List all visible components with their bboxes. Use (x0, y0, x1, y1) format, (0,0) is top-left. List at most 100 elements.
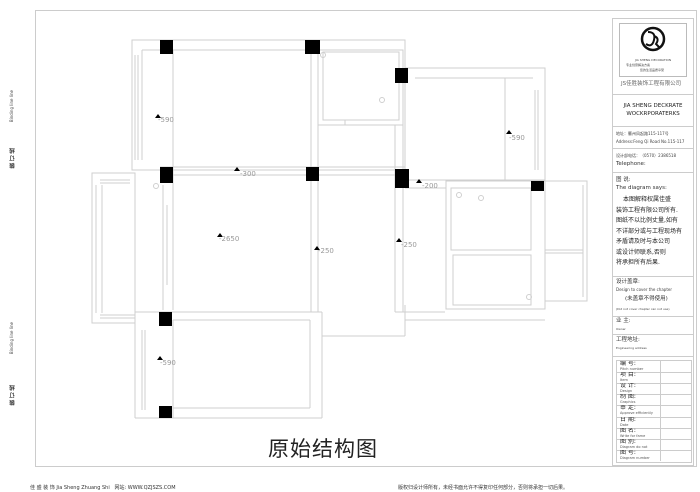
elevation-marker (234, 167, 240, 171)
column (531, 181, 544, 191)
wall-room (452, 254, 532, 306)
field-row: 图 名:Write for fame (617, 428, 691, 440)
wall-right-balcony (544, 180, 588, 302)
address-cn: 地址：衢州凤起路115-117号 (616, 131, 669, 136)
field-label: 设 计: (620, 383, 636, 389)
address-en: Address:Feng Qi Road No.115-117 (616, 139, 685, 144)
floor-plan: -590 -300 -2650 -250 -250 -200 -590 -590 (91, 39, 588, 419)
owner-en: Owner (616, 327, 626, 331)
elevation-label: -200 (422, 182, 438, 190)
field-label-en: Approve efficiently (620, 411, 653, 415)
phone-en: Telephone: (616, 161, 646, 167)
wall-bath (450, 187, 532, 251)
column (306, 167, 319, 181)
column (160, 167, 173, 183)
notes-text: 本图解释权属佳盛 装饰工程有限公司所有. 图纸不以比例丈量,如有 不详部分或与工… (616, 195, 682, 269)
wall-left-balcony (91, 172, 136, 324)
footer-company: 佳 盛 装 饰 Jia Sheng Zhuang Shi 网站: WWW.QZJ… (30, 485, 176, 491)
note-line: 或设计师联系,否则 (616, 248, 666, 256)
title-block: JIA SHENG DECORATION 专业创意解决方案 您的生活品质享受 J… (612, 18, 694, 466)
elevation-label: -300 (240, 170, 256, 178)
elevation-marker (314, 246, 320, 250)
site-address-en: Engineering address (616, 346, 647, 350)
note-line: 本图解释权属佳盛 (623, 196, 672, 203)
pipe-circle (320, 52, 326, 58)
field-row: 图 号:Diagram number (617, 450, 691, 461)
elevation-marker (157, 356, 163, 360)
field-label-en: Graphics (620, 400, 636, 404)
seal-note-cn: (未盖章不得使用) (625, 296, 668, 302)
pipe-circle (456, 192, 462, 198)
wall-right-upper (404, 67, 546, 181)
note-line: 矛盾请及时与本公司 (616, 238, 671, 245)
seal-note-en: (Did not cover chapter can not use) (616, 307, 670, 311)
note-line: 装饰工程有限公司所有. (616, 206, 678, 214)
wall-small-room-inner (322, 51, 400, 121)
logo-section: JIA SHENG DECORATION 专业创意解决方案 您的生活品质享受 J… (613, 19, 693, 95)
field-label-en: Pitch number (620, 367, 644, 371)
elevation-marker (506, 130, 512, 134)
seal-title-en: Design to cover the chapter (616, 287, 672, 292)
field-label-en: Write for fame (620, 434, 646, 438)
elevation-marker (396, 238, 402, 242)
field-label: 图 名: (620, 428, 636, 434)
wall-small-room (317, 49, 404, 126)
field-label: 日 期: (620, 417, 636, 423)
footer-copyright: 版权归设计师所有，未经书面允许不得复印任何部分，否则将承担一切后果。 (398, 485, 569, 491)
seal-section: 设计盖章: Design to cover the chapter (未盖章不得… (613, 276, 693, 317)
pipe-circle (153, 183, 159, 189)
site-section: 工程地址: Engineering address (613, 334, 693, 357)
note-line: 不详部分或与工程现场有 (616, 227, 683, 235)
field-row: 图 别:Diagram do not (617, 439, 691, 451)
column (159, 406, 172, 418)
elevation-label: -590 (158, 116, 174, 124)
column (159, 312, 172, 326)
field-label: 项 目: (620, 372, 636, 378)
field-label: 图 号: (620, 450, 636, 456)
note-line: 图纸不以比例丈量,如有 (616, 217, 678, 224)
field-label: 图 别: (620, 439, 636, 445)
logo-box: JIA SHENG DECORATION 专业创意解决方案 您的生活品质享受 (619, 23, 687, 77)
field-label: 编 号: (620, 361, 636, 367)
column (395, 68, 408, 83)
field-row: 编 号:Pitch number (617, 361, 691, 373)
company-logo-icon (640, 26, 666, 52)
note-line: 将承担所有后果. (616, 259, 660, 266)
phone-section: 设计部电话：（0570）2386518 Telephone: (613, 148, 693, 173)
notes-title-cn: 图 说: (616, 177, 631, 183)
logo-tagline: 您的生活品质享受 (640, 68, 665, 72)
company-en-section: JIA SHENG DECKRATE WOCKRPORATERKS (613, 94, 693, 127)
field-label-en: Diagram do not (620, 445, 648, 449)
logo-tagline: 专业创意解决方案 (626, 63, 651, 67)
field-row: 项 目:Item (617, 372, 691, 384)
notes-section: 图 说: The diagram says: 本图解释权属佳盛 装饰工程有限公司… (613, 172, 693, 277)
field-row: 设 计:Design (617, 383, 691, 395)
seal-title-cn: 设计盖章: (616, 279, 640, 285)
fields-table: 编 号:Pitch number 项 目:Item 设 计:Design 制 图… (616, 360, 692, 463)
elevation-label: -250 (318, 247, 334, 255)
logo-caption: JIA SHENG DECORATION (634, 58, 672, 62)
field-row: 审 定:Approve efficiently (617, 405, 691, 418)
field-label-en: Design (620, 389, 633, 393)
elevation-marker (416, 179, 422, 183)
field-row: 日 期:Date (617, 417, 691, 429)
drawing-title: 原始结构图 (268, 437, 378, 461)
site-address-label: 工程地址: (616, 337, 640, 343)
company-name-en: JIA SHENG DECKRATE WOCKRPORATERKS (623, 103, 683, 117)
elevation-marker (217, 233, 223, 237)
field-row: 制 图:Graphics (617, 394, 691, 406)
pipe-circle (379, 97, 385, 103)
field-label-en: Item (620, 378, 628, 382)
field-label-en: Date (620, 423, 629, 427)
wall-right-lower (445, 180, 546, 310)
pipe-circle (526, 294, 532, 300)
column (160, 40, 173, 54)
drawing-frame (35, 10, 697, 467)
pipe-circle (478, 195, 484, 201)
elevation-label: -590 (509, 134, 525, 142)
field-label-en: Diagram number (620, 456, 650, 460)
field-label: 制 图: (620, 394, 636, 400)
company-name-cn: JS佳胜装饰工程有限公司 (621, 81, 682, 87)
elevation-label: -2650 (219, 235, 239, 243)
address-section: 地址：衢州凤起路115-117号 Address:Feng Qi Road No… (613, 126, 693, 149)
